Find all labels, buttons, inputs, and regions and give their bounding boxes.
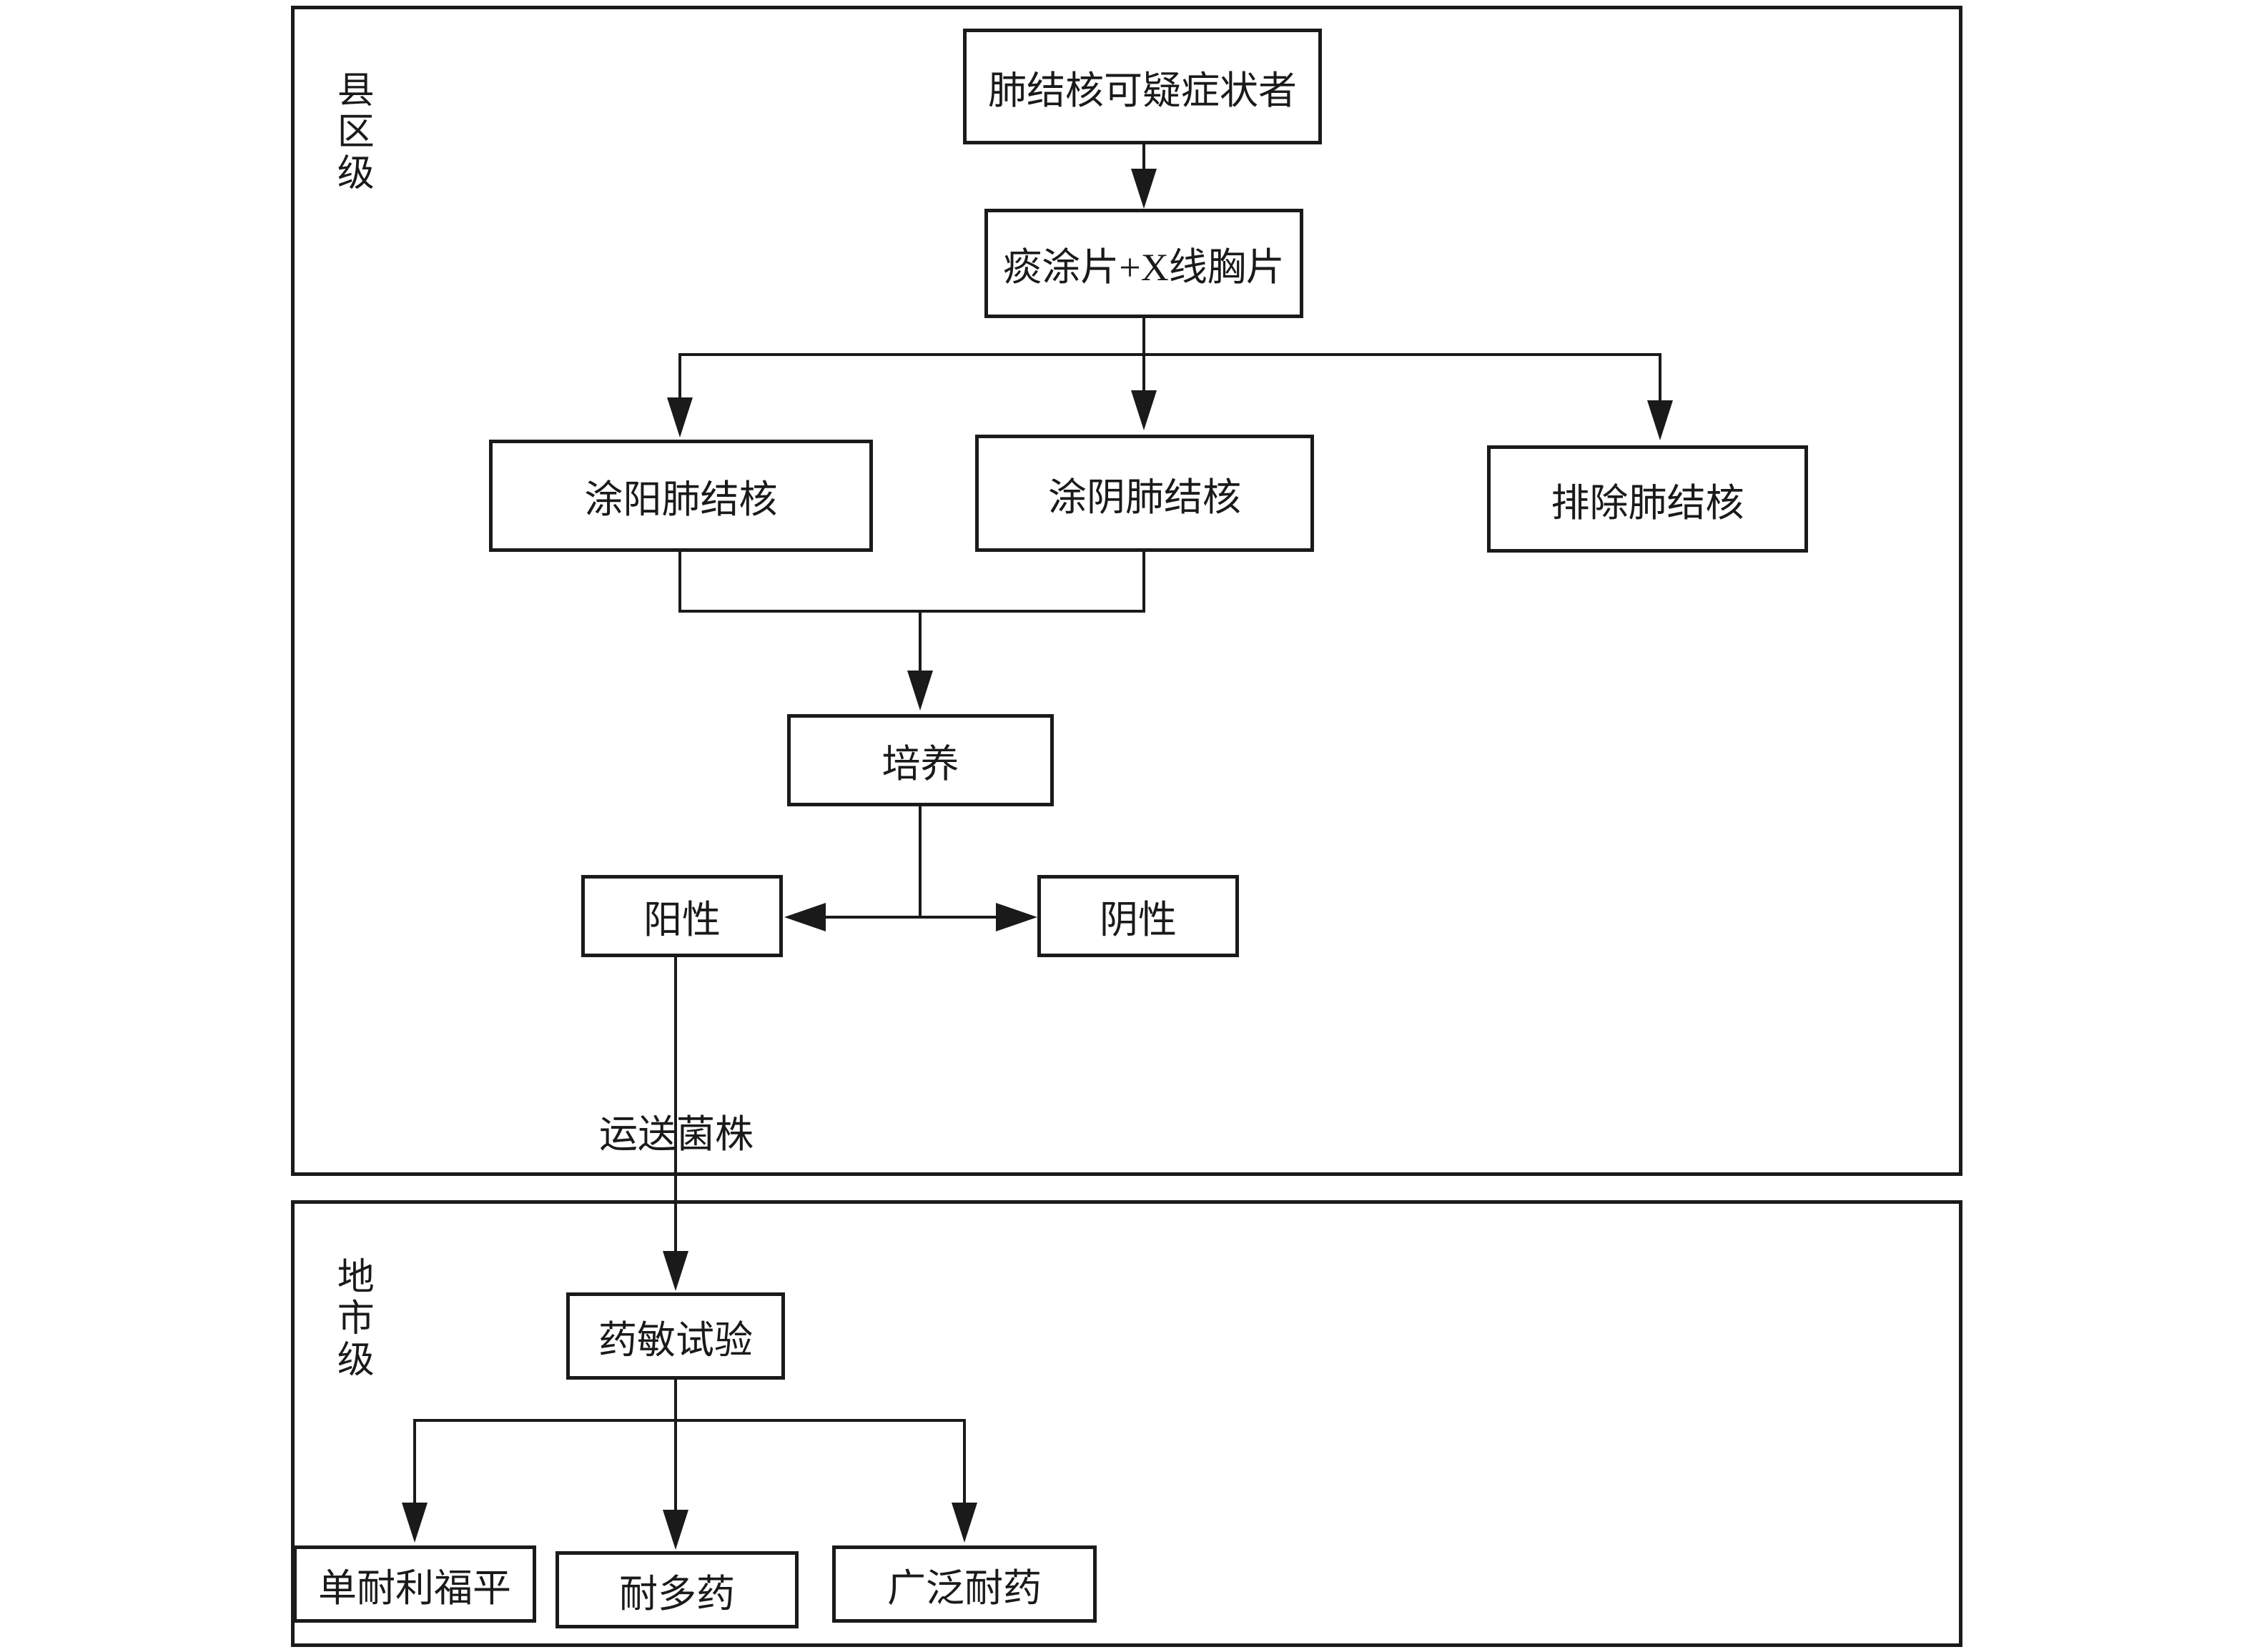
edge-suspect-to-smearxray-arrowhead: [1131, 169, 1157, 209]
branch-horizontal-line: [678, 353, 1661, 356]
edge-branch-to-xdr-arrowhead: [952, 1503, 977, 1543]
node-dst: 药敏试验: [566, 1292, 785, 1380]
node-smear-xray: 痰涂片+X线胸片: [984, 209, 1303, 318]
edge-branch-to-excluded-arrowhead: [1647, 400, 1673, 440]
node-culture: 培养: [787, 714, 1054, 806]
edge-branch-to-smearnegative-line: [1142, 356, 1145, 392]
node-smear-negative: 涂阴肺结核: [975, 435, 1314, 552]
node-negative: 阴性: [1037, 875, 1239, 957]
dst-branch-horizontal-line: [413, 1419, 966, 1422]
edge-culture-result-stem: [919, 806, 922, 917]
node-suspect: 肺结核可疑症状者: [963, 29, 1322, 144]
edge-positive-to-dst-arrowhead: [663, 1251, 688, 1291]
city-level-label: 地市级: [331, 1257, 372, 1381]
edge-branch-to-monorif-arrowhead: [402, 1503, 428, 1543]
transport-strain-edge-label: 运送菌株: [599, 1113, 754, 1156]
edge-branch-to-mdr-arrowhead: [663, 1510, 688, 1550]
edge-merge-to-culture-line: [919, 613, 922, 672]
edge-branch-to-mdr-line: [674, 1422, 677, 1511]
edge-branch-to-excluded-line: [1659, 356, 1661, 402]
node-excluded: 排除肺结核: [1487, 445, 1808, 553]
county-level-region: [291, 6, 1962, 1176]
node-smear-positive: 涂阳肺结核: [489, 440, 873, 552]
culture-result-horizontal-line: [824, 916, 997, 919]
merge-smearnegative-drop-line: [1142, 552, 1145, 613]
edge-branch-to-smearpositive-line: [678, 356, 681, 399]
edge-branch-to-monorif-line: [413, 1422, 416, 1504]
edge-positive-to-dst-line: [674, 957, 677, 1252]
edge-smearxray-branch-stem: [1142, 318, 1145, 355]
edge-to-positive-arrowhead: [784, 903, 826, 931]
merge-smearpositive-drop-line: [678, 552, 681, 613]
edge-dst-branch-stem: [674, 1380, 677, 1420]
edge-branch-to-smearpositive-arrowhead: [667, 397, 693, 437]
edge-branch-to-smearnegative-arrowhead: [1131, 390, 1157, 430]
merge-horizontal-line: [678, 610, 1145, 613]
node-mono-rifampicin-resistant: 单耐利福平: [293, 1545, 536, 1623]
edge-suspect-to-smearxray-line: [1142, 144, 1145, 170]
city-level-region: [291, 1200, 1962, 1647]
node-multidrug-resistant: 耐多药: [555, 1551, 799, 1628]
edge-branch-to-xdr-line: [963, 1422, 966, 1504]
edge-to-negative-arrowhead: [996, 903, 1037, 931]
county-level-label: 县区级: [331, 70, 372, 194]
node-extensively-drug-resistant: 广泛耐药: [832, 1545, 1097, 1623]
edge-merge-to-culture-arrowhead: [907, 671, 933, 711]
node-positive: 阳性: [581, 875, 783, 957]
